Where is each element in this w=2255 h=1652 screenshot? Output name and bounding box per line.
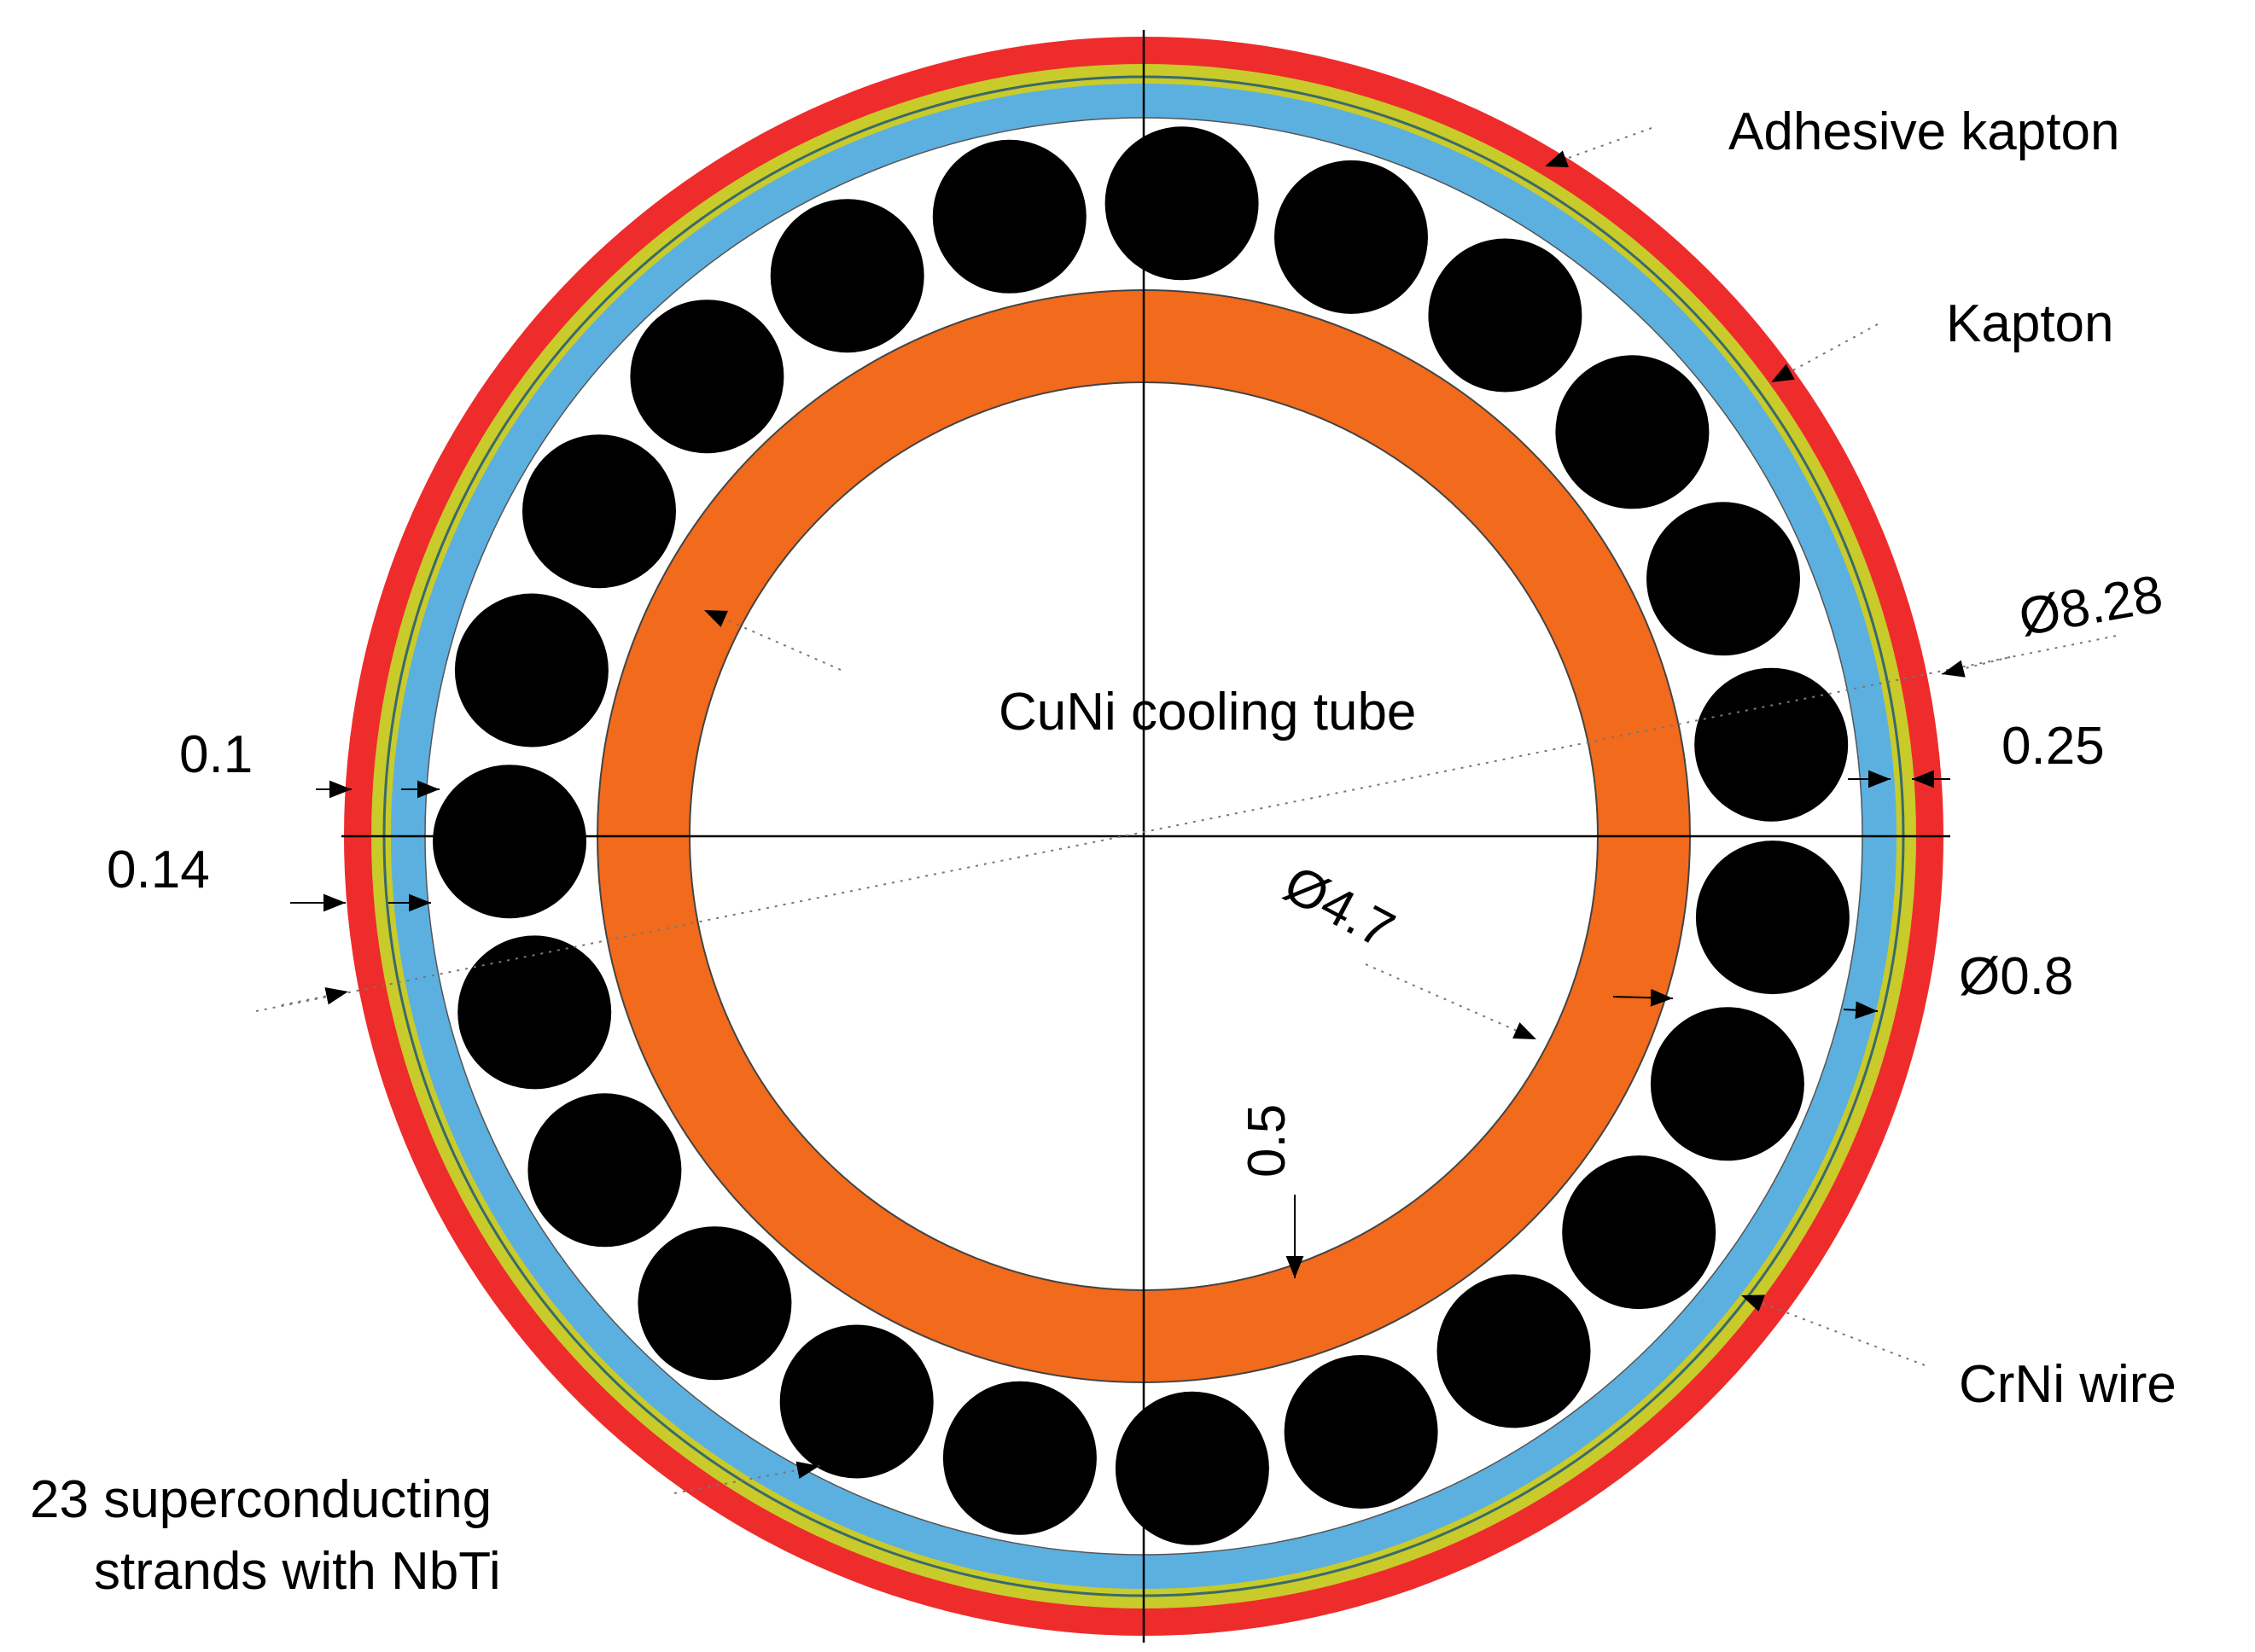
strand-5	[1646, 502, 1800, 656]
dim-d-wire: Ø0.8	[1959, 947, 2073, 1006]
strand-1	[1104, 126, 1259, 281]
dimension-arrows	[290, 770, 1950, 1278]
strand-7	[1695, 841, 1850, 995]
strand-19	[454, 593, 609, 747]
strand-17	[457, 935, 612, 1090]
strand-10	[1436, 1274, 1591, 1428]
label-crni-wire: CrNi wire	[1959, 1355, 2176, 1414]
arrow-wire-b	[1843, 1001, 1879, 1020]
leader-adhesive-kapton	[1544, 127, 1652, 167]
superconducting-strands	[433, 126, 1850, 1545]
strand-22	[770, 199, 924, 353]
label-strands-line1: 23 superconducting	[30, 1470, 492, 1529]
strand-3	[1428, 238, 1582, 393]
strand-6	[1694, 667, 1849, 822]
arrow-wire-a	[1612, 988, 1674, 1007]
strand-23	[932, 139, 1087, 294]
strand-16	[527, 1093, 682, 1248]
leader-d-outer-arrow-l	[281, 987, 349, 1006]
label-kapton: Kapton	[1946, 294, 2114, 353]
leader-d-outer	[255, 635, 2118, 1012]
dim-025: 0.25	[2002, 717, 2105, 776]
dim-014: 0.14	[107, 841, 210, 899]
label-adhesive-kapton: Adhesive kapton	[1728, 102, 2119, 161]
strand-20	[522, 434, 676, 589]
strand-8	[1650, 1007, 1804, 1161]
strand-11	[1284, 1355, 1438, 1509]
leader-d-tube	[1365, 963, 1537, 1040]
strand-14	[779, 1324, 934, 1479]
strand-15	[638, 1226, 792, 1381]
strand-21	[630, 300, 784, 454]
strand-12	[1115, 1391, 1269, 1545]
strand-4	[1555, 355, 1710, 509]
leader-d-outer-arrow-r	[1941, 656, 2011, 678]
dim-05: 0.5	[1238, 1104, 1296, 1178]
leader-lines	[255, 127, 2118, 1494]
dim-01: 0.1	[179, 725, 253, 784]
leader-kapton	[1770, 323, 1879, 383]
strand-18	[433, 765, 586, 919]
dim-d-outer: Ø8.28	[2014, 565, 2166, 648]
strand-13	[942, 1381, 1097, 1535]
strand-2	[1274, 160, 1428, 314]
label-strands-line2: strands with NbTi	[94, 1542, 501, 1601]
strand-9	[1562, 1155, 1716, 1310]
leader-crni	[1740, 1294, 1926, 1366]
label-cuni-cooling-tube: CuNi cooling tube	[999, 683, 1416, 742]
